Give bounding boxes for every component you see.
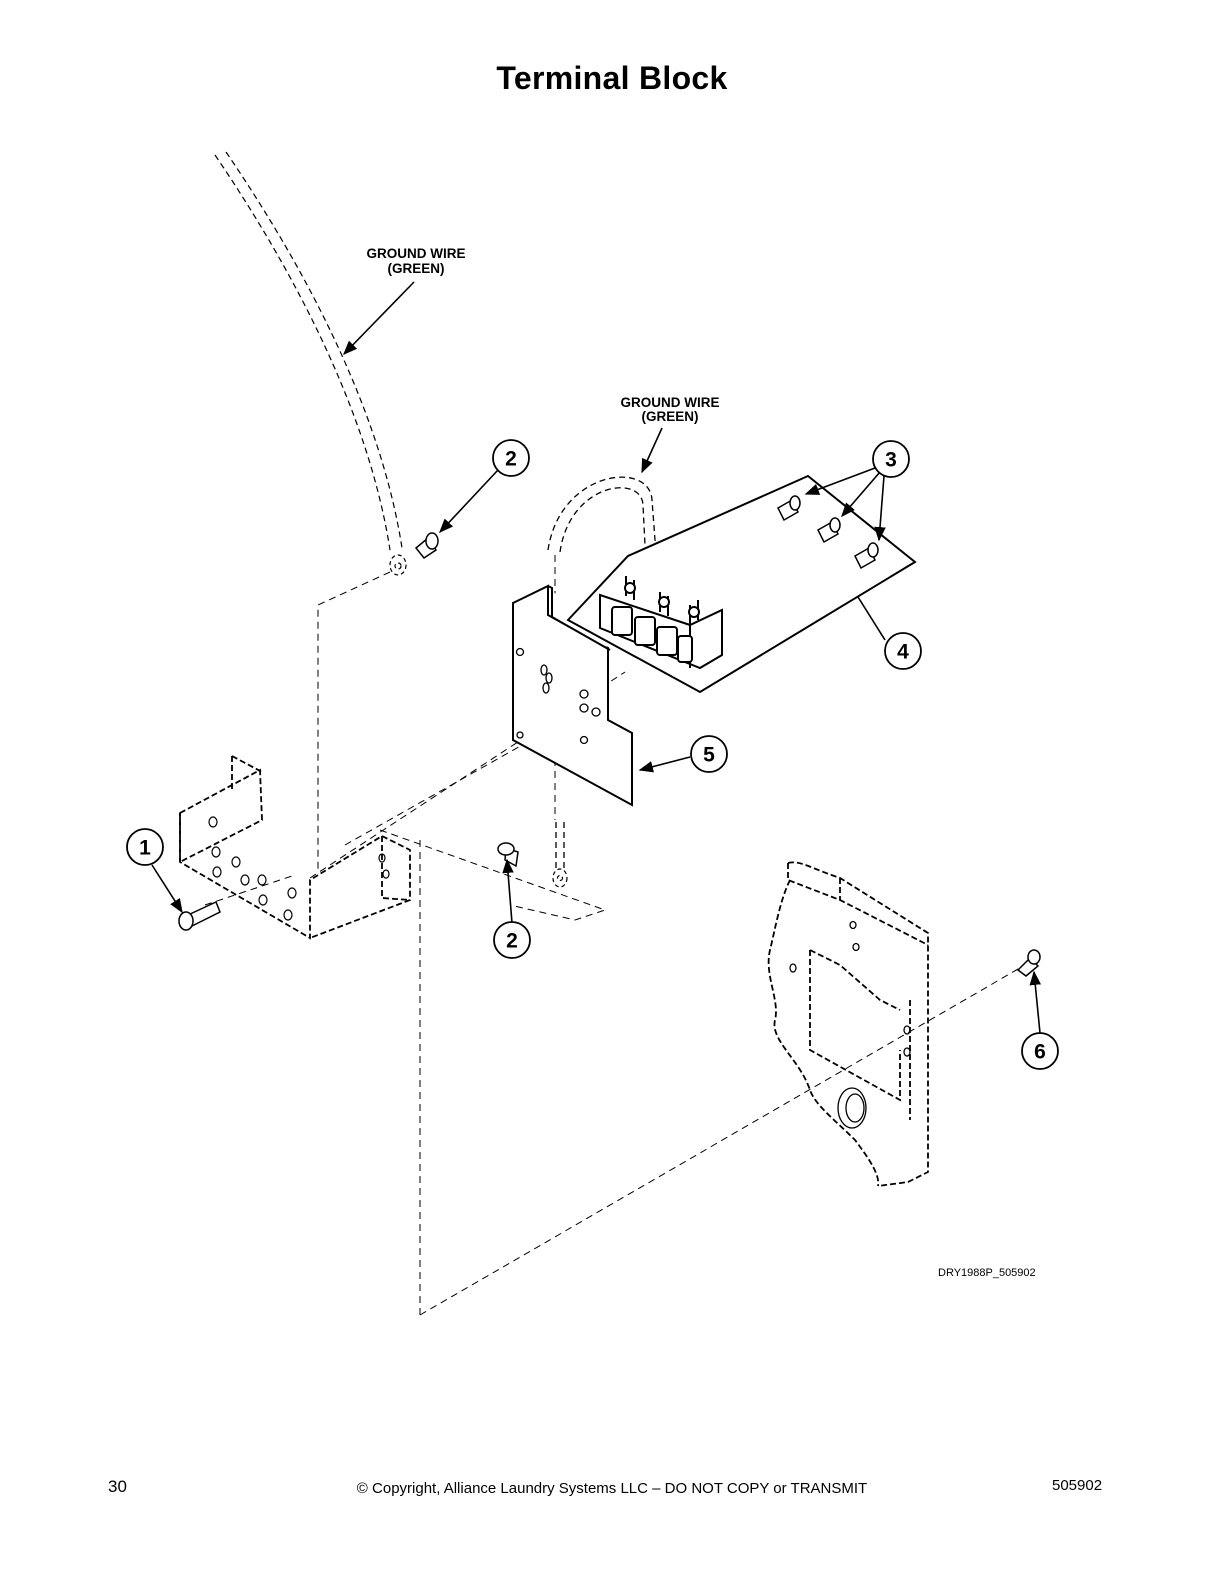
footer-copyright: © Copyright, Alliance Laundry Systems LL… [356, 1480, 868, 1497]
upper-ground-wire [214, 151, 403, 551]
cabinet-section-holes [789, 920, 911, 1129]
leader-lines [151, 281, 1042, 1034]
callout-2-upper: 2 [492, 439, 530, 477]
callout-3-number: 3 [885, 449, 897, 472]
footer-document-number: 505902 [1052, 1477, 1103, 1494]
ground-wire-label-middle-line1: GROUND WIRE [621, 395, 720, 410]
callout-4-number: 4 [897, 641, 909, 664]
drawing-id: DRY1988P_505902 [938, 1267, 1036, 1279]
terminal-block [599, 576, 723, 670]
page-title: Terminal Block [496, 60, 728, 96]
ground-wire-label-upper-line2: (GREEN) [388, 261, 445, 276]
callout-3: 3 [872, 440, 910, 478]
screw-3a [777, 495, 801, 522]
callout-6-number: 6 [1034, 1041, 1046, 1064]
callout-5-number: 5 [703, 744, 715, 767]
screw-2-upper [414, 532, 439, 560]
callout-2-upper-number: 2 [505, 448, 517, 471]
callout-1-number: 1 [139, 837, 151, 860]
mounting-bracket-holes [208, 816, 390, 921]
footer-page-number: 30 [108, 1477, 127, 1496]
middle-ground-wire [547, 476, 661, 870]
ground-wire-label-upper-line1: GROUND WIRE [367, 246, 466, 261]
callout-1: 1 [126, 828, 164, 866]
cabinet-section [767, 861, 929, 1187]
middle-ground-wire-lug [552, 868, 568, 888]
callout-6: 6 [1021, 1032, 1059, 1070]
screw-3c [854, 542, 879, 570]
terminal-block-bracket-holes [515, 647, 601, 745]
callout-5: 5 [690, 735, 728, 773]
ground-wire-label-middle-line2: (GREEN) [642, 409, 699, 424]
terminal-board-plate [566, 474, 917, 694]
callout-2-lower-number: 2 [506, 930, 518, 953]
screw-3b [817, 517, 841, 544]
callout-4: 4 [884, 632, 922, 670]
upper-ground-wire-lug [389, 554, 407, 576]
callout-2-lower: 2 [493, 921, 531, 959]
screw-1 [178, 900, 221, 931]
screw-6 [1016, 949, 1041, 977]
mounting-bracket [179, 755, 411, 940]
